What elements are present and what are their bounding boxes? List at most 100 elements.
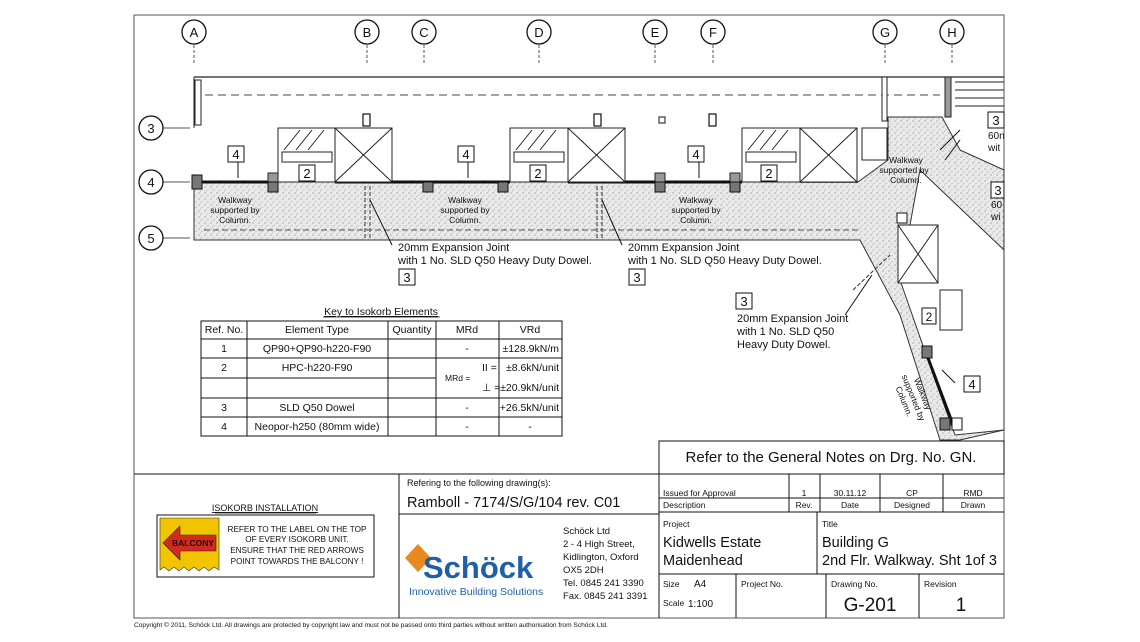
svg-text:supported by: supported by [440, 205, 490, 215]
grid-bubble-b: B [354, 19, 380, 45]
grid-label-g: G [880, 25, 890, 40]
svg-text:OF EVERY ISOKORB UNIT.: OF EVERY ISOKORB UNIT. [245, 535, 348, 544]
svg-text:Column.: Column. [890, 175, 922, 185]
svg-text:+26.5kN/unit: +26.5kN/unit [500, 402, 559, 414]
grid-row-bubbles: 3 4 5 [138, 115, 190, 251]
core-1 [277, 127, 393, 183]
svg-text:Tel. 0845 241 3390: Tel. 0845 241 3390 [563, 578, 644, 589]
title-block: Refer to the General Notes on Drg. No. G… [134, 440, 1005, 618]
core-4 [897, 224, 963, 331]
svg-text:Heavy Duty Dowel.: Heavy Duty Dowel. [737, 339, 831, 351]
logo-tagline: Innovative Building Solutions [409, 586, 543, 598]
right-tag-text-4: wi [990, 212, 1000, 223]
grid-label-h: H [947, 25, 956, 40]
svg-text:Title: Title [822, 519, 838, 529]
svg-text:POINT TOWARDS THE BALCONY !: POINT TOWARDS THE BALCONY ! [231, 557, 364, 566]
grid-column-bubbles: A B C D E F G H [181, 19, 965, 65]
grid-label-b: B [363, 25, 372, 40]
walkway-notes: Walkway supported by Column. Walkway sup… [210, 155, 934, 423]
col-vrd: VRd [520, 324, 541, 336]
right-tag-text-3: 60 [991, 200, 1003, 211]
svg-text:Column.: Column. [219, 215, 251, 225]
svg-text:Designed: Designed [894, 500, 930, 510]
svg-text:REFER TO THE LABEL ON THE TOP: REFER TO THE LABEL ON THE TOP [228, 525, 367, 534]
grid-bubble-c: C [411, 19, 437, 45]
svg-text:Fax. 0845 241 3391: Fax. 0845 241 3391 [563, 591, 648, 602]
svg-text:20mm Expansion Joint: 20mm Expansion Joint [398, 242, 509, 254]
sheet-scale: 1:100 [688, 599, 713, 610]
svg-text:supported by: supported by [879, 165, 929, 175]
col-qty: Quantity [392, 324, 432, 336]
svg-text:ENSURE THAT THE RED ARROWS: ENSURE THAT THE RED ARROWS [230, 546, 364, 555]
grid-label-a: A [190, 25, 199, 40]
svg-text:CP: CP [906, 488, 918, 498]
col-mrd: MRd [456, 324, 478, 336]
grid-bubble-5: 5 [138, 225, 164, 251]
svg-text:Neopor-h250 (80mm wide): Neopor-h250 (80mm wide) [255, 421, 380, 433]
svg-text:Drawn: Drawn [961, 500, 986, 510]
svg-text:±20.9kN/unit: ±20.9kN/unit [500, 382, 559, 394]
tag-3-d: 3 [992, 113, 999, 128]
tag-3-e: 3 [994, 183, 1001, 198]
right-tag-text-1: 60n [988, 131, 1005, 142]
grid-label-3: 3 [147, 121, 154, 136]
expansion-joint-notes: 20mm Expansion Joint with 1 No. SLD Q50 … [397, 242, 848, 351]
grid-label-5: 5 [147, 231, 154, 246]
general-notes: Refer to the General Notes on Drg. No. G… [686, 449, 977, 466]
svg-text:Revision: Revision [924, 579, 957, 589]
svg-text:Kidlington, Oxford: Kidlington, Oxford [563, 552, 639, 563]
grid-bubble-4: 4 [138, 169, 164, 195]
grid-label-c: C [419, 25, 428, 40]
svg-text:Column.: Column. [680, 215, 712, 225]
col-element: Element Type [285, 324, 349, 336]
tag-4-b: 4 [462, 147, 469, 162]
svg-text:4: 4 [221, 421, 227, 433]
tag-2-b: 2 [534, 166, 541, 181]
company-address: Schöck Ltd 2 - 4 High Street, Kidlington… [563, 526, 648, 602]
svg-text:with 1 No. SLD Q50 Heavy Duty: with 1 No. SLD Q50 Heavy Duty Dowel. [627, 255, 822, 267]
svg-text:HPC-h220-F90: HPC-h220-F90 [282, 362, 353, 374]
reference-drawing: Ramboll - 7174/S/G/104 rev. C01 [407, 495, 620, 511]
grid-bubble-h: H [939, 19, 965, 45]
svg-text:supported by: supported by [210, 205, 260, 215]
grid-bubble-a: A [181, 19, 207, 45]
svg-text:-: - [465, 421, 469, 433]
project-location: Maidenhead [663, 553, 743, 569]
title-building: Building G [822, 535, 889, 551]
svg-text:20mm Expansion Joint: 20mm Expansion Joint [628, 242, 739, 254]
tag-4-a: 4 [232, 147, 239, 162]
grid-bubble-e: E [642, 19, 668, 45]
svg-text:Scale: Scale [663, 598, 685, 608]
drawing-number: G-201 [844, 595, 897, 616]
svg-text:3: 3 [221, 402, 227, 414]
svg-text:20mm Expansion Joint: 20mm Expansion Joint [737, 313, 848, 325]
svg-text:OX5 2DH: OX5 2DH [563, 565, 604, 576]
svg-text:-: - [465, 343, 469, 355]
tag-4-d: 4 [968, 377, 975, 392]
tag-2-a: 2 [303, 166, 310, 181]
svg-text:QP90+QP90-h220-F90: QP90+QP90-h220-F90 [263, 343, 371, 355]
svg-text:-: - [465, 402, 469, 414]
schock-logo: Schöck Innovative Building Solutions [405, 544, 543, 598]
svg-text:30.11.12: 30.11.12 [834, 488, 867, 498]
svg-text:Schöck Ltd: Schöck Ltd [563, 526, 610, 537]
col-ref: Ref. No. [205, 324, 244, 336]
revision-number: 1 [956, 595, 967, 616]
svg-text:Walkway: Walkway [448, 195, 482, 205]
core-3 [741, 127, 888, 183]
tag-2-d: 2 [926, 310, 933, 324]
svg-text:±8.6kN/unit: ±8.6kN/unit [506, 362, 559, 374]
svg-text:Size: Size [663, 579, 680, 589]
balcony-arrow-icon: BALCONY [159, 517, 220, 572]
revision-status: Issued for Approval [663, 488, 736, 498]
core-2 [509, 127, 626, 183]
grid-label-4: 4 [147, 175, 154, 190]
grid-bubble-f: F [700, 19, 726, 45]
grid-bubble-3: 3 [138, 115, 164, 141]
svg-text:Date: Date [841, 500, 859, 510]
svg-text:Walkway: Walkway [679, 195, 713, 205]
grid-bubble-g: G [872, 19, 898, 45]
svg-text:MRd =: MRd = [445, 373, 470, 383]
svg-text:2 - 4 High Street,: 2 - 4 High Street, [563, 539, 635, 550]
svg-text:1: 1 [221, 343, 227, 355]
